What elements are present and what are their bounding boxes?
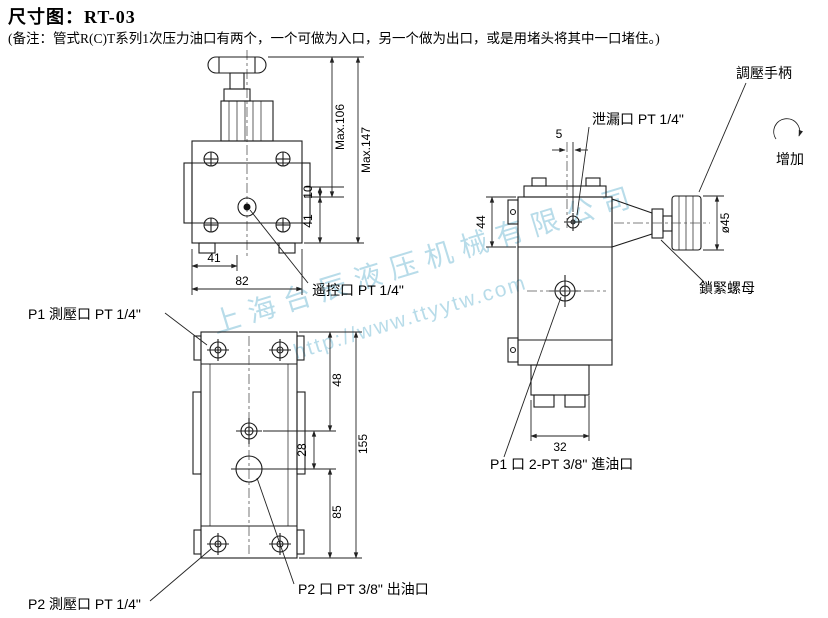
- front-view: [183, 50, 311, 258]
- label-p1-inlet-port: P1 口 2-PT 3/8" 進油口: [490, 456, 633, 472]
- dim-85-label: 85: [330, 505, 344, 519]
- label-increase: 增加: [776, 151, 804, 167]
- dim-48-label: 48: [330, 373, 344, 387]
- side-view-dimensions: [486, 82, 803, 458]
- dim-155-label: 155: [356, 434, 370, 454]
- dim-max147-label: Max.147: [359, 127, 373, 173]
- dim-41-side-label: 41: [301, 214, 315, 228]
- increase-direction-arrow: [773, 118, 803, 140]
- label-lock-nut: 鎖緊螺母: [699, 280, 755, 296]
- p1-gauge-port: [192, 391, 202, 475]
- lock-nut: [651, 208, 664, 239]
- dim-5-label: 5: [556, 127, 563, 141]
- dim-82-label: 82: [235, 274, 249, 288]
- label-remote-port: 遥控口 PT 1/4": [312, 282, 404, 298]
- dim-32-label: 32: [553, 440, 567, 454]
- dim-dia45-label: ø45: [718, 212, 732, 233]
- remote-port: [237, 197, 257, 217]
- side-view: [507, 177, 710, 408]
- dim-10-label: 10: [301, 185, 315, 199]
- dim-41-bottom-label: 41: [207, 251, 221, 265]
- p2-gauge-port: [296, 391, 306, 475]
- dim-max106-label: Max.106: [333, 104, 347, 150]
- front-handle-cap: [207, 56, 267, 74]
- label-p2-gauge-port: P2 測壓口 PT 1/4": [28, 596, 141, 612]
- page-title: 尺寸图：RT-03: [8, 7, 136, 27]
- front-dimensions: [191, 56, 364, 295]
- dim-44-label: 44: [474, 215, 488, 229]
- label-p1-gauge-port: P1 測壓口 PT 1/4": [28, 306, 141, 322]
- label-leak-port: 泄漏口 PT 1/4": [592, 111, 684, 127]
- front-bolt-holes: [203, 151, 291, 233]
- top-view: [192, 331, 306, 559]
- label-adjust-handle: 調壓手柄: [736, 65, 792, 81]
- front-lock-nut: [223, 88, 251, 102]
- page-note: (备注：管式R(C)T系列1次压力油口有两个，一个可做为入口，另一个做为出口，或…: [8, 31, 660, 46]
- front-handle-stem: [229, 72, 245, 90]
- dim-28-label: 28: [295, 443, 309, 457]
- label-p2-outlet-port: P2 口 PT 3/8" 出油口: [298, 581, 429, 597]
- top-view-dimensions: [149, 312, 362, 602]
